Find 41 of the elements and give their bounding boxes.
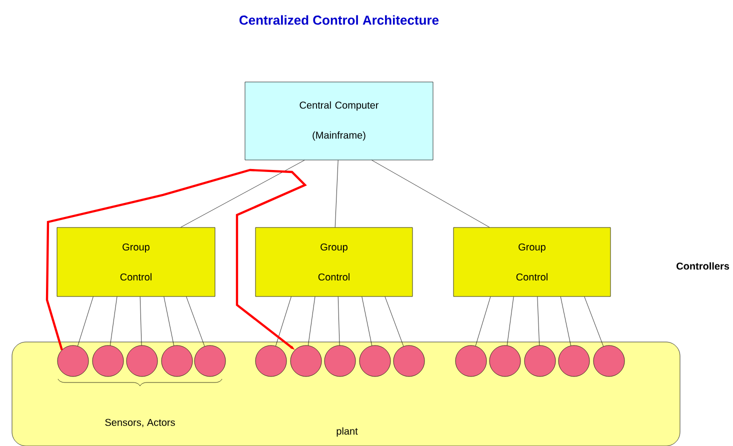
connector-line	[140, 296, 142, 346]
device-circle	[359, 345, 391, 377]
device-circle	[455, 345, 487, 377]
connector-line	[584, 296, 604, 347]
device-circle	[290, 345, 322, 377]
computer-box: Central Computer (Mainframe)	[244, 82, 434, 160]
connector-line	[180, 160, 305, 228]
connector-line	[110, 296, 118, 346]
connector-line	[560, 296, 571, 346]
device-circle	[92, 345, 124, 377]
device-circle	[194, 345, 226, 377]
connector-line	[186, 296, 205, 346]
controller-box: Group Control	[56, 227, 216, 297]
signal-path	[46, 168, 307, 350]
connector-line	[308, 296, 316, 346]
connector-line	[372, 160, 490, 228]
text-label: Sensors, Actors	[105, 418, 175, 428]
device-circle	[489, 345, 521, 377]
device-circle	[126, 345, 158, 377]
connector-line	[78, 296, 94, 346]
connector-line	[384, 296, 404, 346]
connector-line	[362, 296, 372, 346]
connector-line	[338, 296, 340, 346]
connector-line	[475, 296, 491, 346]
connector-line	[334, 160, 338, 228]
device-circle	[593, 345, 625, 377]
device-circle	[524, 345, 556, 377]
device-circle	[255, 345, 287, 377]
device-circle	[558, 345, 590, 377]
device-circle	[161, 345, 193, 377]
device-circle	[324, 345, 356, 377]
connector-line	[506, 296, 514, 346]
text-label: Controllers	[676, 262, 730, 270]
device-circle	[57, 345, 89, 377]
title: Centralized Control Architecture	[240, 15, 439, 25]
connector-line	[276, 296, 292, 346]
controller-box: Group Control	[255, 227, 413, 297]
device-circle	[393, 345, 425, 377]
connector-line	[164, 296, 174, 346]
connector-line	[537, 296, 540, 346]
controller-box: Group Control	[453, 227, 611, 297]
